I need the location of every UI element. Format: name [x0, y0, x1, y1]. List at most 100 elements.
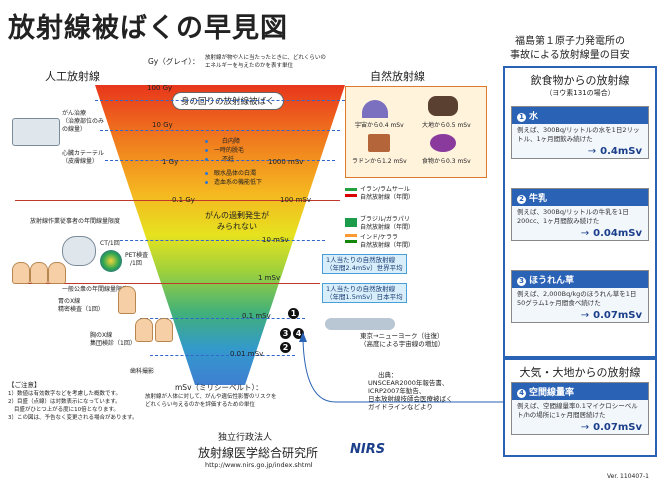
ct-scanner-icon	[62, 236, 96, 266]
left-label-pet: PET検査	[125, 252, 149, 259]
left-label-cancer-3: の線量）	[62, 126, 87, 133]
natural-earth: 大地から0.5 mSv	[422, 122, 471, 129]
left-label-chest: 胸のX線	[90, 332, 113, 339]
flag-brazil-icon	[345, 218, 357, 227]
card-number: 1	[517, 113, 526, 122]
gridline	[100, 130, 340, 131]
person-icon	[135, 318, 153, 342]
scale-01msv: 0.1 mSv	[242, 312, 271, 320]
card-number: 3	[517, 277, 526, 286]
card-text: 例えば、2,000Bq/kgのほうれん草を1日50グラム1ヶ月間食べ続けた	[517, 290, 637, 307]
flight-label-1: 東京→ニューヨーク（往復）	[360, 332, 444, 340]
flag-india-icon	[345, 234, 357, 243]
card-value: 0.07mSv	[593, 310, 642, 321]
left-label-worker-limit: 放射線作業従事者の年間線量限度	[30, 218, 121, 225]
effect-dot	[205, 158, 208, 161]
house-icon	[368, 134, 390, 152]
flag-iran-icon	[345, 188, 357, 197]
left-label-stomach: 胃のX線	[58, 298, 81, 305]
arrow-head-icon	[299, 332, 307, 342]
gridline	[150, 355, 295, 356]
air-section-title: 大気・大地からの放射線	[519, 366, 641, 379]
marker-3: 3	[280, 328, 291, 339]
gridline	[120, 240, 325, 241]
version: Ver. 110407-1	[607, 473, 649, 480]
arrow-icon: →	[587, 146, 597, 157]
arrow-icon: →	[580, 228, 590, 239]
natural-header: 自然放射線	[370, 70, 425, 83]
effect-hair-loss: 一時的脱毛	[214, 147, 245, 154]
card-head: 水	[529, 112, 539, 122]
left-label-cath: 心臓カテーテル	[62, 150, 105, 157]
effect-blood: 造血系の機能低下	[214, 179, 263, 186]
notes-head: 【ご注意】	[8, 381, 41, 389]
scale-gy100: 100 Gy	[147, 84, 173, 92]
foreign-india: インド/ケララ	[360, 234, 399, 241]
earth-icon	[428, 96, 458, 116]
left-label-pet-2: /1回	[130, 260, 142, 267]
space-icon	[362, 100, 388, 118]
unit-label: mSv（ミリシーベルト）：	[175, 383, 263, 392]
notes-2: 2）目盛（点線）は対数表示になっています。	[8, 399, 121, 405]
effect-dot	[205, 140, 208, 143]
left-label-public-limit: 一般公衆の年間線量限度	[62, 286, 129, 293]
scale-1000msv: 1000 mSv	[268, 158, 304, 166]
gy-note-1: 放射線が物や人に当たったときに、どれくらいの	[205, 55, 326, 61]
arrow-icon: →	[580, 310, 590, 321]
foreign-iran-2: 自然放射線（年間）	[360, 194, 415, 201]
person-icon	[155, 318, 173, 342]
scale-gy1: 1 Gy	[162, 158, 179, 166]
card-value-row: →0.07mSv	[512, 422, 648, 434]
person-icon	[12, 262, 30, 284]
card-number: 2	[517, 195, 526, 204]
arrow-icon: →	[580, 422, 590, 433]
effect-lens: 眼水晶体の白濁	[214, 170, 257, 177]
card-head: 空間線量率	[529, 388, 575, 398]
panel-title-2: 事故による放射線量の目安	[510, 50, 630, 61]
footer-url[interactable]: http://www.nirs.go.jp/index.shtml	[205, 461, 313, 469]
card-head: 牛乳	[529, 194, 548, 204]
source-3: 日本放射線技師会医療被ばく	[368, 395, 453, 403]
gridline	[95, 100, 345, 101]
scale-100msv: 100 mSv	[280, 196, 311, 204]
radiotherapy-machine-icon	[12, 118, 60, 146]
card-value: 0.4mSv	[600, 146, 642, 157]
scale-1msv: 1 mSv	[258, 274, 281, 282]
effect-dot	[205, 181, 208, 184]
card-value-row: →0.07mSv	[512, 310, 648, 322]
effect-dot	[205, 149, 208, 152]
gridline	[105, 160, 335, 161]
world-average-2: （年間2.4mSv）世界平均	[326, 264, 403, 272]
card-value-row: →0.04mSv	[512, 228, 648, 240]
effect-dot	[205, 172, 208, 175]
card-text: 例えば、300Bq/リットルの水を1日2リットル、1ヶ月間飲み続けた	[517, 126, 640, 143]
pet-scan-icon	[100, 250, 122, 272]
airplane-icon	[325, 318, 395, 330]
left-label-cancer: がん治療	[62, 110, 87, 117]
effect-infertility: 不妊	[222, 156, 235, 163]
gridline	[15, 283, 320, 284]
card-value: 0.04mSv	[593, 228, 642, 239]
japan-average-2: （年間1.5mSv）日本平均	[326, 293, 403, 301]
connector-line	[302, 339, 503, 403]
source-2: ICRP2007年勧告、	[368, 387, 426, 395]
natural-food: 食物から0.3 mSv	[422, 158, 471, 165]
marker-1: 1	[288, 308, 299, 319]
left-label-stomach-2: 精密検査（1回）	[58, 306, 104, 313]
left-label-ct: CT/1回	[100, 240, 120, 247]
page-title: 放射線被ばくの早見図	[8, 13, 288, 44]
card-text: 例えば、空間線量率0.1マイクロシーベルト/hの場所に1ヶ月間居続けた	[517, 402, 638, 419]
gy-note-2: エネルギーを与えたのかを表す単位	[205, 63, 294, 69]
marker-2: 2	[280, 342, 291, 353]
gridline	[15, 200, 340, 201]
foreign-brazil: ブラジル/ガラパリ	[360, 216, 410, 223]
food-section-title: 飲食物からの放射線	[530, 74, 630, 87]
card-text: 例えば、300Bq/リットルの牛乳を1日200cc、1ヶ月間飲み続けた	[517, 208, 629, 225]
world-average-tag: 1人当たりの自然放射線 （年間2.4mSv）世界平均	[322, 254, 407, 274]
